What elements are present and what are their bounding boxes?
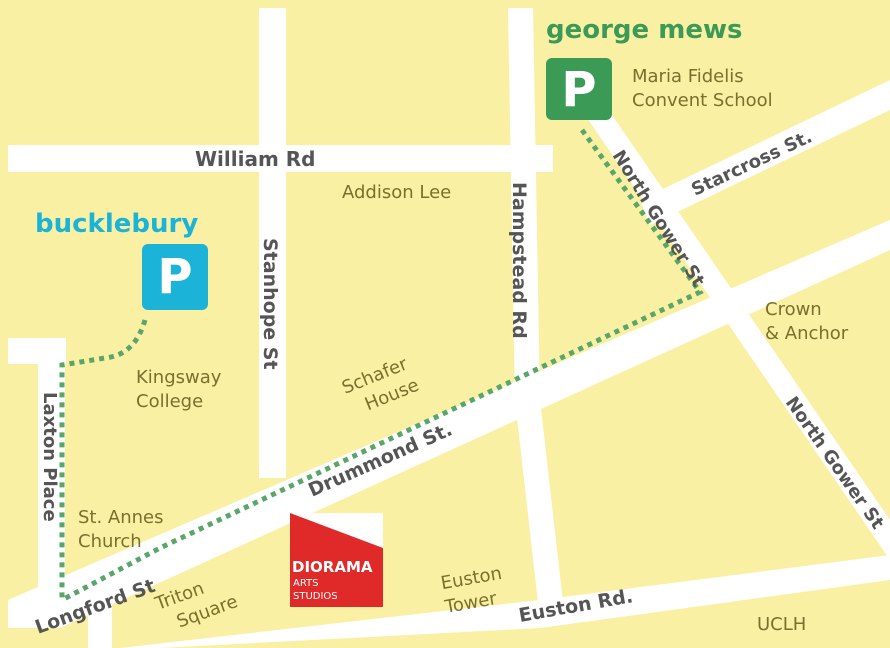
- label-maria-fidelis: Maria Fidelis Convent School: [632, 66, 773, 111]
- label-crown-anchor-line1: Crown: [765, 299, 822, 320]
- label-kingsway-line2: College: [136, 391, 203, 412]
- bucklebury-p-letter: P: [157, 249, 192, 305]
- george-mews-parking-sign-icon: P: [546, 58, 612, 120]
- george-mews-title: george mews: [546, 15, 742, 45]
- label-stanhope-st: Stanhope St: [259, 238, 281, 370]
- diorama-logo-name: DIORAMA: [292, 558, 373, 576]
- label-st-annes-line1: St. Annes: [78, 507, 164, 528]
- label-kingsway-line1: Kingsway: [136, 367, 222, 388]
- road-stanhope: [259, 8, 286, 478]
- bucklebury-title: bucklebury: [35, 209, 198, 239]
- road-euston: [120, 555, 890, 648]
- diorama-logo-line1: ARTS: [293, 578, 319, 589]
- label-william-rd: William Rd: [195, 147, 316, 171]
- label-uclh: UCLH: [757, 614, 806, 635]
- bucklebury-parking-sign-icon: P: [142, 244, 208, 310]
- label-hampstead-rd: Hampstead Rd: [508, 182, 530, 339]
- route-george-mews: [60, 128, 704, 603]
- label-st-annes-church: St. Annes Church: [78, 507, 169, 552]
- george-mews-p-letter: P: [561, 62, 596, 118]
- walking-routes: [59, 128, 704, 603]
- label-addison-lee: Addison Lee: [342, 182, 451, 203]
- road-hampstead: [508, 8, 565, 620]
- diorama-logo-line2: STUDIOS: [293, 591, 338, 602]
- label-euston-tower: Euston Tower: [438, 562, 513, 618]
- label-kingsway-college: Kingsway College: [136, 367, 227, 412]
- road-starcross: [640, 80, 890, 225]
- road-longford-lower: [8, 520, 235, 628]
- road-north-gower: [585, 115, 890, 560]
- label-st-annes-line2: Church: [78, 531, 142, 552]
- road-triton-link: [88, 600, 112, 648]
- label-laxton-place: Laxton Place: [39, 392, 60, 522]
- label-crown-anchor-line2: & Anchor: [765, 323, 849, 344]
- label-maria-fidelis-line2: Convent School: [632, 90, 773, 111]
- road-stub: [8, 338, 66, 364]
- diorama-logo: DIORAMA ARTS STUDIOS: [290, 513, 383, 607]
- label-crown-anchor: Crown & Anchor: [765, 299, 849, 344]
- label-maria-fidelis-line1: Maria Fidelis: [632, 66, 744, 87]
